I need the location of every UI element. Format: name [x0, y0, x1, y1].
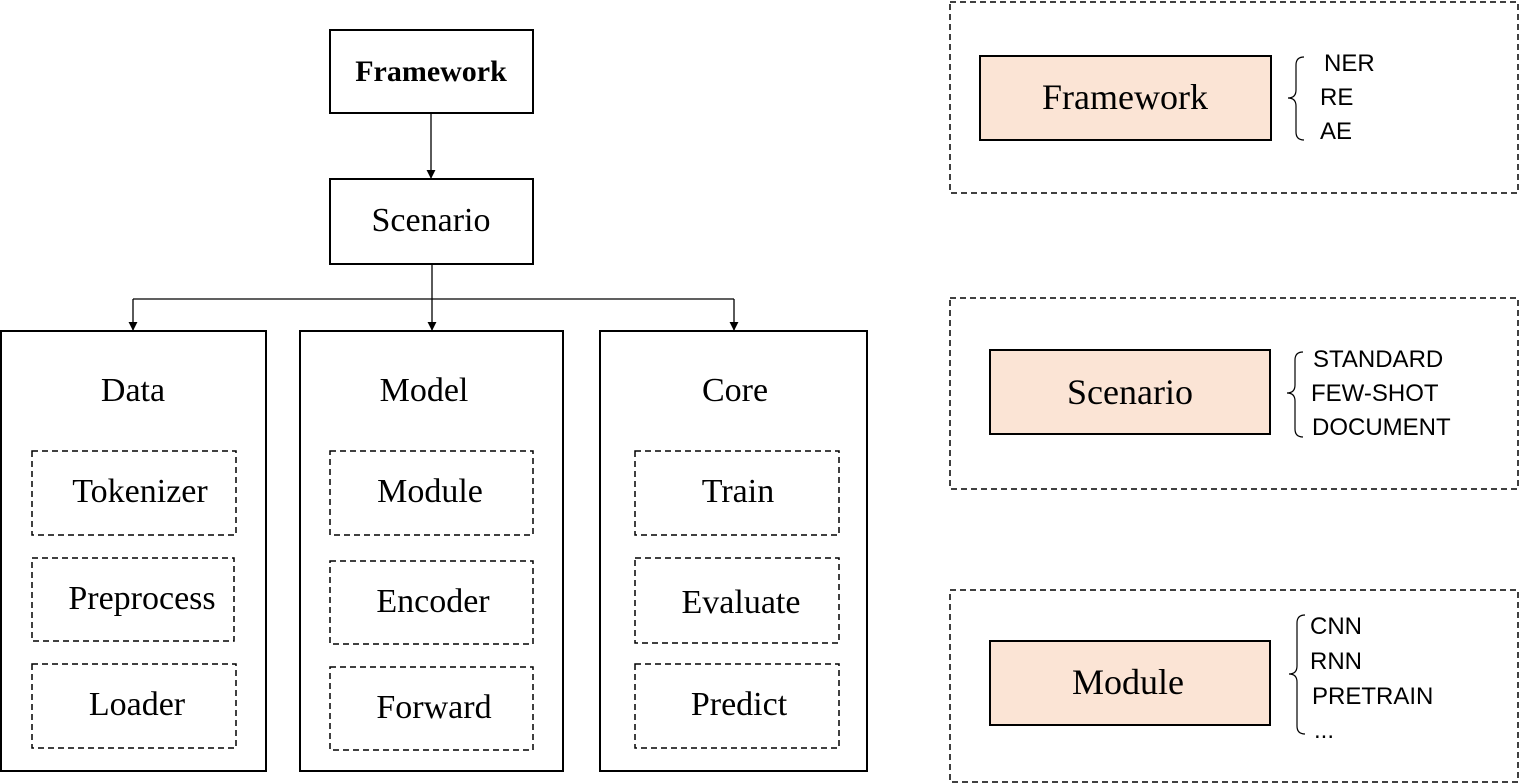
component-label: Forward [376, 689, 491, 726]
legend-panel-scenario: Scenario STANDARD FEW-SHOT DOCUMENT [949, 297, 1519, 490]
legend-option: AE [1320, 118, 1352, 145]
component-label: Predict [691, 686, 788, 723]
curly-brace [1287, 56, 1305, 141]
legend-option: STANDARD [1313, 346, 1443, 373]
component-label: Evaluate [682, 584, 801, 621]
column-title: Model [380, 372, 469, 409]
curly-brace [1286, 351, 1304, 438]
curly-brace [1288, 614, 1306, 735]
legend-option: RNN [1310, 648, 1362, 675]
legend-option: NER [1324, 50, 1375, 77]
legend-label: Framework [1042, 77, 1208, 117]
legend-option: RE [1320, 84, 1353, 111]
legend-label: Scenario [1067, 372, 1193, 412]
scenario-node-label: Scenario [372, 202, 491, 239]
component-label: Train [702, 473, 774, 510]
component-label: Loader [89, 686, 186, 723]
column-data: Data Tokenizer Preprocess Loader [0, 330, 267, 772]
scenario-node: Scenario [329, 178, 534, 265]
column-core: Core Train Evaluate Predict [599, 330, 868, 772]
branch-connectors [128, 264, 739, 331]
component-label: Preprocess [68, 580, 215, 617]
legend-option: PRETRAIN [1312, 683, 1433, 710]
column-model: Model Module Encoder Forward [299, 330, 564, 772]
legend-option: ... [1314, 717, 1334, 744]
component-label: Encoder [376, 583, 490, 620]
component-label: Tokenizer [72, 473, 208, 510]
legend-panel-framework: Framework NER RE AE [949, 1, 1519, 194]
framework-node-label: Framework [355, 55, 507, 88]
column-title: Data [101, 372, 165, 409]
legend-label: Module [1072, 662, 1184, 702]
legend-option: FEW-SHOT [1311, 380, 1439, 407]
component-label: Module [377, 473, 483, 510]
column-title: Core [702, 372, 768, 409]
legend-option: DOCUMENT [1312, 414, 1451, 441]
legend-panel-module: Module CNN RNN PRETRAIN ... [949, 589, 1519, 783]
legend-option: CNN [1310, 613, 1362, 640]
framework-node: Framework [329, 29, 534, 114]
